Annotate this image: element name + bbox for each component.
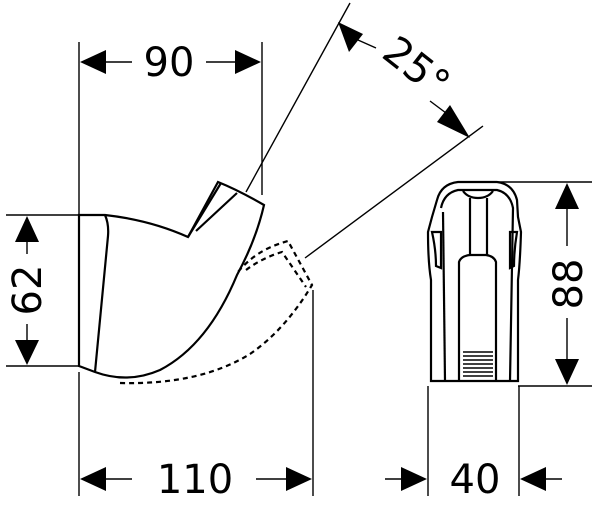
arrow-up <box>15 216 39 242</box>
shower-outline-dashed <box>119 239 314 385</box>
dim-label-88: 88 <box>546 259 592 310</box>
holder-side-view <box>77 180 314 385</box>
dim-label-90: 90 <box>144 40 195 86</box>
shower-neck-dashed <box>245 250 307 288</box>
grip-ribs <box>463 351 493 377</box>
arrow-left <box>80 467 106 491</box>
holder-outline <box>77 180 266 379</box>
arrow-right <box>286 467 312 491</box>
front-right-fin <box>508 230 519 270</box>
holder-inner-line <box>187 182 222 238</box>
dimension-62: 62 <box>5 214 79 367</box>
dimension-110: 110 <box>78 290 314 503</box>
dimension-40: 40 <box>385 386 562 503</box>
arrow-left <box>80 50 106 74</box>
arrow-angle-top <box>338 22 363 52</box>
front-channel <box>457 253 498 381</box>
dim-label-angle: 25° <box>374 28 458 108</box>
arrow-up <box>555 183 579 209</box>
holder-front-view <box>426 180 523 383</box>
front-inner-right <box>441 211 447 382</box>
front-outer-outline <box>426 180 523 383</box>
dim-label-110: 110 <box>157 457 233 503</box>
arrow-down <box>555 359 579 385</box>
dim-label-40: 40 <box>450 457 501 503</box>
arrow-right <box>401 467 427 491</box>
holder-tip-line <box>195 192 238 232</box>
front-inner-left <box>439 188 515 382</box>
dimension-90: 90 <box>78 40 263 215</box>
front-top-slot <box>462 190 494 200</box>
arrow-right <box>235 50 261 74</box>
front-left-fin <box>430 230 443 270</box>
dimension-88: 88 <box>497 181 592 387</box>
dim-label-62: 62 <box>5 265 51 316</box>
dimension-angle-25: 25° <box>245 2 484 259</box>
arrow-left <box>520 467 546 491</box>
holder-front-edge <box>93 214 110 373</box>
arrow-down <box>15 340 39 365</box>
